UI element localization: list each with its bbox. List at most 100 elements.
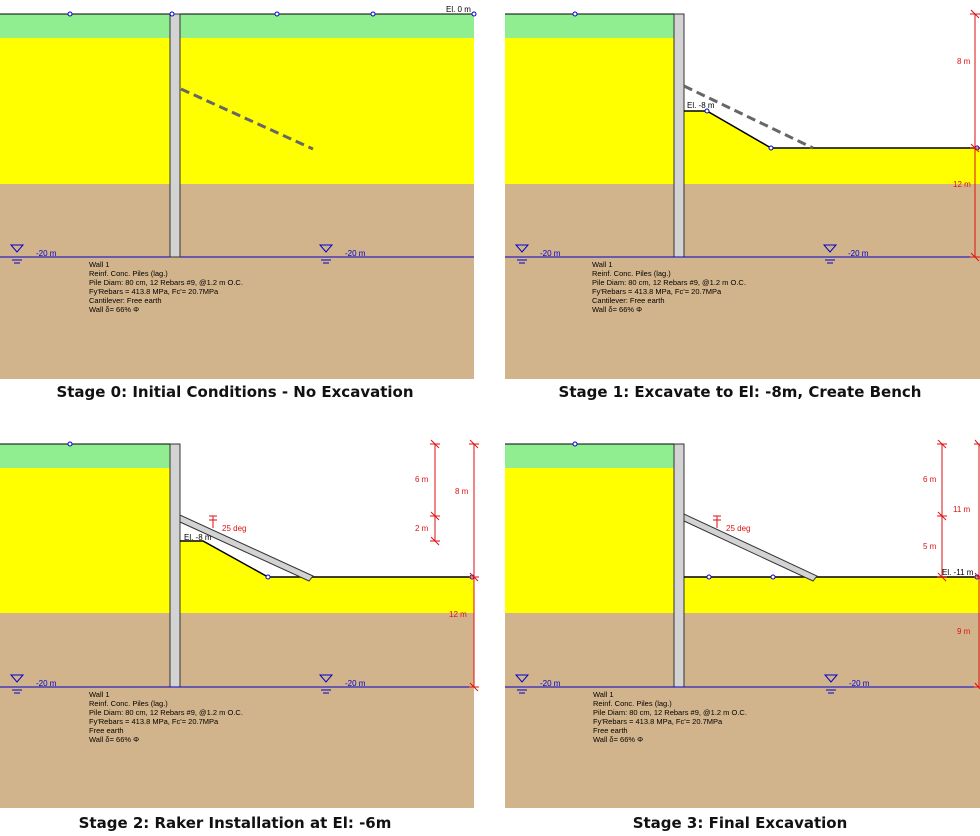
elevation-label: El. -11 m bbox=[942, 568, 974, 577]
svg-text:Free earth: Free earth bbox=[89, 726, 124, 735]
svg-text:Wall 1: Wall 1 bbox=[89, 690, 110, 699]
raker-strut bbox=[179, 514, 314, 582]
svg-text:Wall 1: Wall 1 bbox=[593, 690, 614, 699]
sand-layer bbox=[0, 184, 474, 379]
topsoil-layer bbox=[0, 444, 170, 468]
water-level-label: -20 m bbox=[540, 679, 561, 688]
elevation-label: El. -8 m bbox=[184, 533, 212, 542]
dimension-line bbox=[937, 439, 980, 690]
ground-node bbox=[67, 11, 73, 17]
excavation-profile bbox=[180, 540, 474, 578]
svg-text:Free earth: Free earth bbox=[593, 726, 628, 735]
stage-0-panel: El. 0 m -20 m -20 m Wall 1 Reinf. Conc. … bbox=[0, 0, 480, 410]
svg-text:Wall δ= 66% Φ: Wall δ= 66% Φ bbox=[89, 735, 139, 744]
wall-info: Wall 1 Reinf. Conc. Piles (lag.) Pile Di… bbox=[592, 260, 746, 314]
ground-node bbox=[768, 145, 774, 151]
sand-layer bbox=[0, 613, 474, 808]
dimension-label: 8 m bbox=[957, 57, 971, 66]
water-level-label: -20 m bbox=[849, 679, 870, 688]
ground-node bbox=[67, 441, 73, 447]
water-table-icon bbox=[318, 674, 334, 694]
angle-marker bbox=[209, 515, 217, 528]
stage-3-caption: Stage 3: Final Excavation bbox=[632, 814, 848, 832]
water-table-icon bbox=[9, 674, 25, 694]
raker-strut bbox=[683, 513, 818, 582]
wall-info: Wall 1 Reinf. Conc. Piles (lag.) Pile Di… bbox=[89, 260, 243, 314]
svg-text:Reinf. Conc. Piles (lag.): Reinf. Conc. Piles (lag.) bbox=[89, 699, 168, 708]
ground-node bbox=[471, 11, 477, 17]
water-table-icon bbox=[514, 244, 530, 264]
sand-layer bbox=[505, 613, 980, 808]
ground-node bbox=[274, 11, 280, 17]
stage-3-panel: El. -11 m 25 deg 6 m 5 m 11 m 9 m -20 m … bbox=[505, 430, 980, 810]
stage-1-panel: El. -8 m 8 m 12 m -20 m -20 m Wall 1 Rei… bbox=[505, 0, 980, 410]
svg-text:Fy'Rebars = 413.8 MPa, Fc'= 20: Fy'Rebars = 413.8 MPa, Fc'= 20.7MPa bbox=[592, 287, 722, 296]
topsoil-layer bbox=[505, 444, 674, 468]
water-table-icon bbox=[318, 244, 334, 264]
svg-text:Wall 1: Wall 1 bbox=[592, 260, 613, 269]
svg-text:Reinf. Conc. Piles (lag.): Reinf. Conc. Piles (lag.) bbox=[593, 699, 672, 708]
wall bbox=[673, 443, 685, 688]
ground-node bbox=[265, 574, 271, 580]
sand-layer bbox=[505, 184, 980, 379]
water-table-icon bbox=[514, 674, 530, 694]
ground-node bbox=[370, 11, 376, 17]
ground-node bbox=[572, 441, 578, 447]
water-level-label: -20 m bbox=[36, 679, 57, 688]
water-level-label: -20 m bbox=[848, 249, 869, 258]
svg-text:Reinf. Conc. Piles (lag.): Reinf. Conc. Piles (lag.) bbox=[89, 269, 168, 278]
svg-text:Wall δ= 66% Φ: Wall δ= 66% Φ bbox=[592, 305, 642, 314]
water-level-label: -20 m bbox=[345, 249, 366, 258]
water-level-label: -20 m bbox=[540, 249, 561, 258]
svg-text:Pile Diam: 80 cm, 12 Rebars #9: Pile Diam: 80 cm, 12 Rebars #9, @1.2 m O… bbox=[592, 278, 746, 287]
dimension-label: 9 m bbox=[957, 627, 971, 636]
dimension-label: 6 m bbox=[415, 475, 429, 484]
stage-0-diagram: El. 0 m -20 m -20 m Wall 1 Reinf. Conc. … bbox=[0, 5, 477, 379]
svg-text:Reinf. Conc. Piles (lag.): Reinf. Conc. Piles (lag.) bbox=[592, 269, 671, 278]
stage-0-caption: Stage 0: Initial Conditions - No Excavat… bbox=[56, 383, 414, 401]
ground-node bbox=[169, 11, 175, 17]
water-table-icon bbox=[9, 244, 25, 264]
wall bbox=[169, 13, 181, 258]
ground-node bbox=[704, 108, 710, 114]
water-level-label: -20 m bbox=[36, 249, 57, 258]
svg-text:Pile Diam: 80 cm, 12 Rebars #9: Pile Diam: 80 cm, 12 Rebars #9, @1.2 m O… bbox=[89, 708, 243, 717]
dimension-label: 6 m bbox=[923, 475, 937, 484]
stage-2-diagram: El. -8 m 25 deg 6 m 2 m 8 m 12 m -20 m -… bbox=[0, 439, 479, 808]
excavation-profile bbox=[684, 110, 980, 149]
elevation-label: El. 0 m bbox=[446, 5, 471, 14]
dimension-label: 12 m bbox=[449, 610, 467, 619]
water-table-icon bbox=[822, 244, 838, 264]
clay-layer bbox=[505, 468, 980, 613]
dimension-label: 8 m bbox=[455, 487, 469, 496]
dimension-line bbox=[430, 439, 479, 692]
future-excavation-line bbox=[180, 87, 314, 151]
dimension-label: 11 m bbox=[953, 505, 971, 514]
svg-text:Fy'Rebars = 413.8 MPa, Fc'= 20: Fy'Rebars = 413.8 MPa, Fc'= 20.7MPa bbox=[593, 717, 723, 726]
svg-text:Pile Diam: 80 cm, 12 Rebars #9: Pile Diam: 80 cm, 12 Rebars #9, @1.2 m O… bbox=[89, 278, 243, 287]
elevation-label: El. -8 m bbox=[687, 101, 715, 110]
wall bbox=[673, 13, 685, 258]
raker-angle-label: 25 deg bbox=[222, 524, 246, 533]
dimension-label: 5 m bbox=[923, 542, 937, 551]
stage-1-caption: Stage 1: Excavate to El: -8m, Create Ben… bbox=[558, 383, 922, 401]
wall-info: Wall 1 Reinf. Conc. Piles (lag.) Pile Di… bbox=[593, 690, 747, 744]
clay-layer bbox=[0, 468, 474, 613]
ground-node bbox=[706, 574, 712, 580]
angle-marker bbox=[713, 515, 721, 528]
topsoil-layer bbox=[505, 14, 674, 38]
stage-1-diagram: El. -8 m 8 m 12 m -20 m -20 m Wall 1 Rei… bbox=[505, 9, 980, 379]
svg-text:Pile Diam: 80 cm, 12 Rebars #9: Pile Diam: 80 cm, 12 Rebars #9, @1.2 m O… bbox=[593, 708, 747, 717]
svg-text:Cantilever: Free earth: Cantilever: Free earth bbox=[89, 296, 162, 305]
ground-node bbox=[572, 11, 578, 17]
raker-angle-label: 25 deg bbox=[726, 524, 750, 533]
wall-info: Wall 1 Reinf. Conc. Piles (lag.) Pile Di… bbox=[89, 690, 243, 744]
ground-node bbox=[770, 574, 776, 580]
svg-text:Wall δ= 66% Φ: Wall δ= 66% Φ bbox=[89, 305, 139, 314]
clay-layer bbox=[0, 38, 474, 184]
svg-text:Fy'Rebars = 413.8 MPa, Fc'= 20: Fy'Rebars = 413.8 MPa, Fc'= 20.7MPa bbox=[89, 287, 219, 296]
wall bbox=[169, 443, 181, 688]
stage-3-diagram: El. -11 m 25 deg 6 m 5 m 11 m 9 m -20 m … bbox=[505, 439, 980, 808]
water-level-label: -20 m bbox=[345, 679, 366, 688]
dimension-label: 12 m bbox=[953, 180, 971, 189]
